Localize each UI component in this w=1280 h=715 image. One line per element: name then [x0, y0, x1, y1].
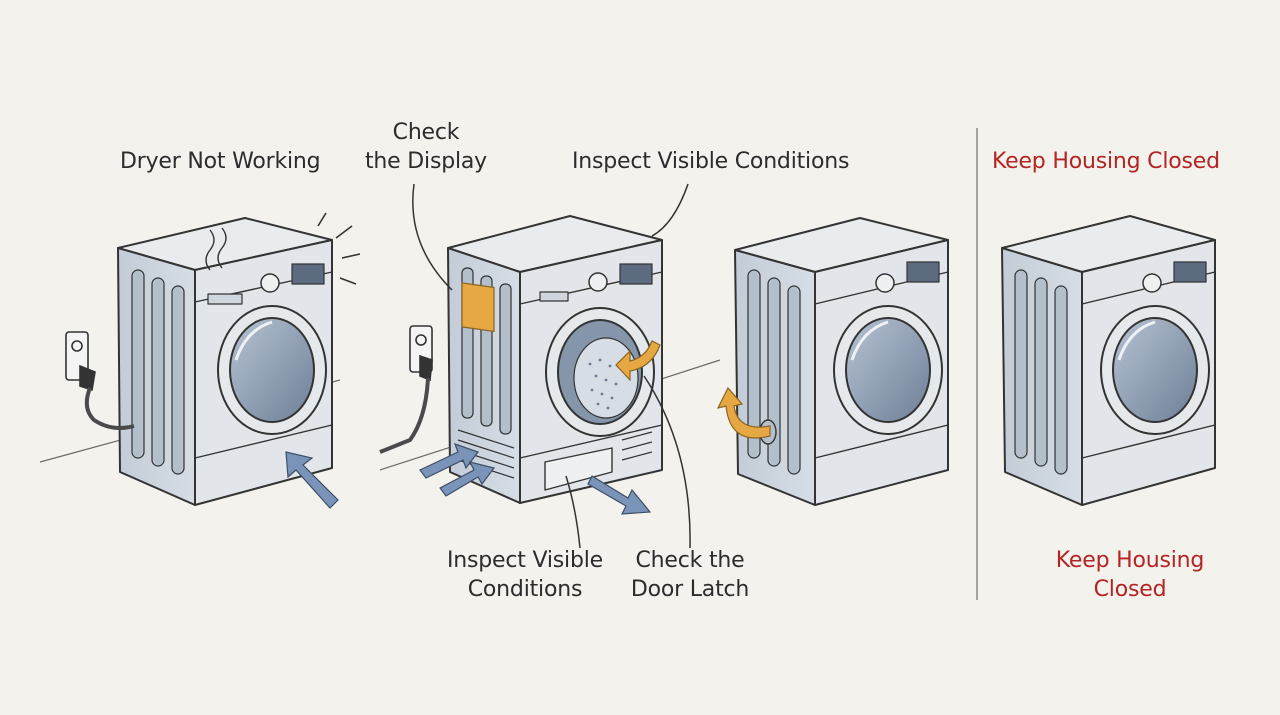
label-keep-closed-bottom-line2: Closed: [1093, 577, 1167, 602]
dryer-3: [734, 217, 949, 506]
label-check-display: Check the Display: [362, 118, 490, 176]
label-inspect-top: Inspect Visible Conditions: [572, 149, 850, 174]
leader-lines: [412, 183, 691, 549]
label-inspect-bottom-line2: Conditions: [467, 577, 583, 602]
label-door-latch-line1: Check the: [635, 548, 745, 573]
dryer-1: [117, 217, 333, 506]
airflow-arrows-2: [419, 443, 652, 515]
rotate-arrow: [716, 386, 771, 439]
label-inspect-bottom: Inspect Visible Conditions: [440, 546, 610, 604]
label-check-display-line2: the Display: [365, 149, 487, 174]
label-keep-closed-bottom-line1: Keep Housing: [1055, 548, 1205, 573]
dryer-4: [1001, 215, 1216, 506]
label-keep-closed-top: Keep Housing Closed: [992, 149, 1220, 174]
power-outlet-1: [65, 331, 135, 430]
smoke-lines: [205, 227, 227, 271]
label-inspect-bottom-line1: Inspect Visible: [447, 548, 603, 573]
airflow-arrow-1: [285, 451, 339, 509]
display-highlight: [461, 282, 495, 333]
label-door-latch-line2: Door Latch: [630, 577, 750, 602]
label-door-latch: Check the Door Latch: [622, 546, 758, 604]
label-dryer-not-working: Dryer Not Working: [120, 149, 321, 174]
alert-lines: [317, 212, 361, 285]
power-outlet-2: [379, 325, 433, 454]
label-keep-closed-bottom: Keep Housing Closed: [1046, 546, 1214, 604]
dryer-2: [447, 215, 663, 504]
label-check-display-line1: Check: [392, 120, 460, 145]
door-latch-arrow: [615, 340, 661, 382]
